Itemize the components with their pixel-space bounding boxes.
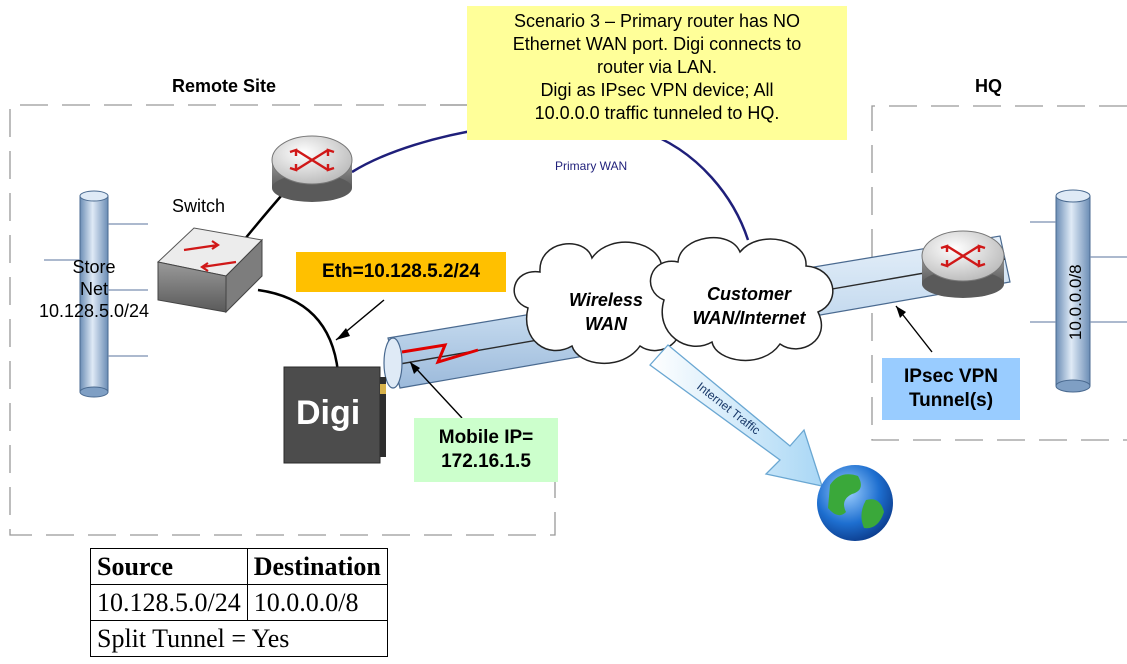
customer-wan-label: Customer WAN/Internet xyxy=(674,282,824,330)
split-tunnel-cell: Split Tunnel = Yes xyxy=(90,620,388,657)
store-net-line: Net xyxy=(79,279,108,299)
hq-net-pipe xyxy=(1030,189,1127,393)
note-line: router via LAN. xyxy=(596,57,718,77)
switch-to-digi-cable xyxy=(257,288,340,373)
store-net-line: Store xyxy=(72,257,116,277)
destination-header: Destination xyxy=(246,548,388,585)
customer-wan-line: WAN/Internet xyxy=(692,308,806,328)
wireless-wan-line: WAN xyxy=(585,314,627,334)
globe-icon xyxy=(817,465,893,541)
mobile-ip-pointer-arrow xyxy=(409,361,463,419)
customer-wan-line: Customer xyxy=(706,284,791,304)
scenario-note xyxy=(467,6,847,140)
route-table-header-row: Source Destination xyxy=(90,548,388,585)
primary-wan-label: Primary WAN xyxy=(555,159,627,173)
mobile-ip-line: 172.16.1.5 xyxy=(441,451,531,472)
destination-cell: 10.0.0.0/8 xyxy=(246,584,388,621)
hq-router-icon xyxy=(921,230,1005,298)
hq-label: HQ xyxy=(975,76,1002,96)
note-line: Scenario 3 – Primary router has NO xyxy=(513,11,801,31)
digi-device xyxy=(283,366,386,464)
mobile-ip-line: Mobile IP= xyxy=(438,427,534,448)
mobile-ip-tag: Mobile IP= 172.16.1.5 xyxy=(414,418,558,482)
ipsec-vpn-line: IPsec VPN xyxy=(904,366,998,387)
note-line: Ethernet WAN port. Digi connects to xyxy=(512,34,802,54)
customer-wan-cloud xyxy=(649,237,834,362)
ipsec-vpn-line: Tunnel(s) xyxy=(908,390,994,411)
hq-net-label: 10.0.0.0/8 xyxy=(1066,264,1085,340)
internet-traffic-arrow xyxy=(649,344,823,487)
note-line: 10.0.0.0 traffic tunneled to HQ. xyxy=(534,103,780,123)
internet-traffic-label: Internet Traffic xyxy=(694,379,763,437)
eth-pointer-arrow xyxy=(335,299,385,341)
store-net-label: Store Net 10.128.5.0/24 xyxy=(26,256,162,322)
remote-router-icon xyxy=(271,135,353,202)
ipsec-vpn-tag: IPsec VPN Tunnel(s) xyxy=(882,358,1020,420)
digi-label: Digi xyxy=(296,394,360,432)
split-tunnel-row: Split Tunnel = Yes xyxy=(90,620,388,657)
store-net-line: 10.128.5.0/24 xyxy=(38,301,150,321)
ipsec-pointer-arrow xyxy=(895,305,933,353)
remote-site-label: Remote Site xyxy=(172,76,277,96)
wireless-wan-line: Wireless xyxy=(569,290,643,310)
source-cell: 10.128.5.0/24 xyxy=(90,584,248,621)
source-header: Source xyxy=(90,548,248,585)
wireless-wan-label: Wireless WAN xyxy=(548,288,664,336)
scenario-note-text: Scenario 3 – Primary router has NO Ether… xyxy=(467,10,847,125)
route-table: Source Destination 10.128.5.0/24 10.0.0.… xyxy=(90,548,388,657)
switch-icon xyxy=(156,227,264,314)
store-net-pipe xyxy=(44,190,148,398)
switch-label: Switch xyxy=(172,196,226,216)
table-row: 10.128.5.0/24 10.0.0.0/8 xyxy=(90,584,388,621)
eth-address-tag: Eth=10.128.5.2/24 xyxy=(296,252,506,292)
remote-site-boundary-path xyxy=(9,104,556,536)
eth-address-text: Eth=10.128.5.2/24 xyxy=(322,261,480,282)
note-line: Digi as IPsec VPN device; All xyxy=(540,80,774,100)
